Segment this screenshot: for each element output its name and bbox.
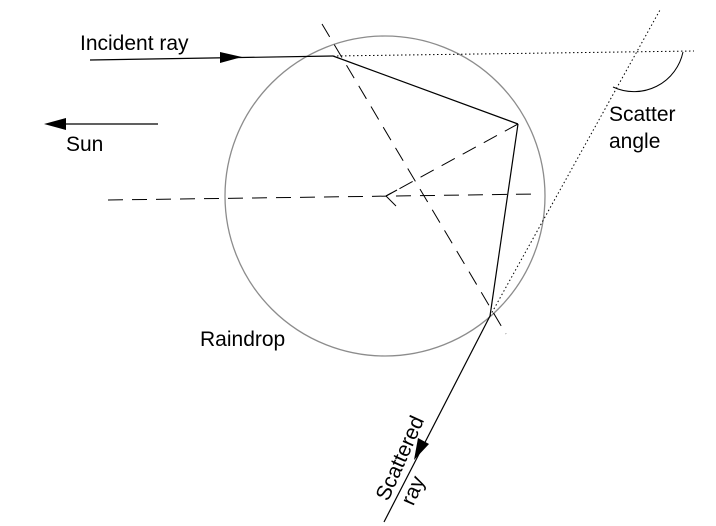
scattered-ray-line [383, 315, 491, 523]
center-tick-2 [385, 195, 397, 207]
incident-ray-extension-dotted [332, 50, 695, 57]
normal-line-entry [321, 23, 507, 335]
scattered-ray-arrowhead [414, 438, 429, 460]
scatter-angle-label-line1: Scatter [609, 103, 676, 126]
raindrop-circle [224, 35, 546, 357]
center-tick-1 [385, 189, 398, 197]
incident-ray-arrowhead [220, 52, 242, 63]
sun-label: Sun [66, 133, 103, 156]
incident-ray-label: Incident ray [80, 32, 189, 55]
scattered-ray-extension-dotted [489, 9, 661, 317]
scatter-angle-label-line2: angle [609, 130, 660, 153]
normal-line-reflection [385, 123, 519, 197]
reflected-ray-segment [489, 123, 519, 317]
horizontal-axis-dashed [107, 193, 539, 201]
refracted-ray-segment [332, 55, 519, 125]
scatter-angle-arc [612, 51, 684, 93]
scattered-ray-label: Scattered ray [372, 413, 430, 509]
raindrop-label: Raindrop [200, 328, 285, 351]
incident-ray-line [89, 55, 334, 61]
sun-arrowhead [44, 118, 66, 130]
